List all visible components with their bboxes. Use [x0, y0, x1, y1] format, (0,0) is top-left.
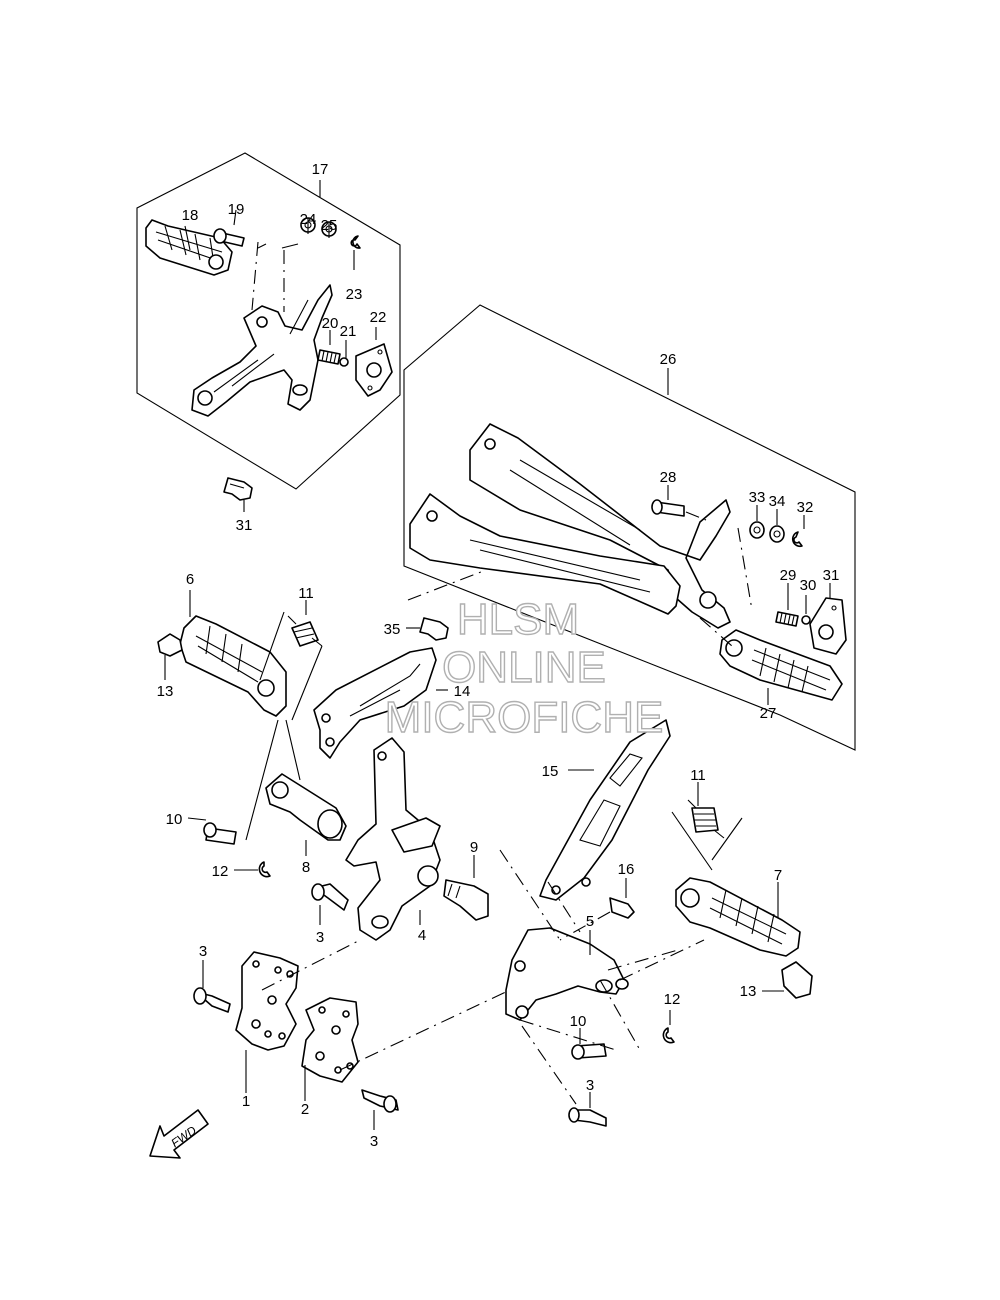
spring-29 [775, 611, 799, 627]
bolt-31-left [223, 477, 253, 501]
plate-1 [235, 951, 299, 1051]
bolt-13-lower [781, 961, 813, 999]
callout-30: 30 [800, 577, 817, 594]
callout-35: 35 [384, 621, 401, 638]
callout-17: 17 [312, 161, 329, 178]
bolt-13-upper [157, 633, 183, 657]
callout-32: 32 [797, 499, 814, 516]
footpeg-6 [179, 615, 287, 717]
pin-19 [213, 228, 245, 247]
callout-34: 34 [769, 493, 786, 510]
pin-28 [651, 499, 685, 517]
callout-10-lower: 10 [570, 1013, 587, 1030]
holder-8 [265, 773, 347, 841]
callout-8: 8 [302, 859, 310, 876]
callout-20: 20 [322, 315, 339, 332]
bolt-3-middle [311, 883, 349, 911]
clip-23 [350, 235, 361, 249]
callout-2: 2 [301, 1101, 309, 1118]
callout-27: 27 [760, 705, 777, 722]
callout-31-left: 31 [236, 517, 253, 534]
callout-9: 9 [470, 839, 478, 856]
spring-20 [317, 349, 341, 365]
callout-13-upper: 13 [157, 683, 174, 700]
callout-labels: 17 18 19 24 25 23 20 21 22 31 26 28 33 3… [157, 161, 840, 1150]
watermark-line1: HLSM [457, 595, 579, 644]
callout-12-lower: 12 [664, 991, 681, 1008]
bolt-3-lower-middle [568, 1107, 607, 1127]
callout-16: 16 [618, 861, 635, 878]
bolt-3-left [193, 987, 231, 1013]
watermark-line3: MICROFICHE [385, 693, 664, 742]
bracket-26-body [409, 423, 731, 629]
callout-11-upper: 11 [298, 585, 314, 602]
callout-15: 15 [542, 763, 559, 780]
callout-5: 5 [586, 913, 594, 930]
bracket-14 [313, 647, 437, 759]
plate-2 [301, 997, 359, 1083]
bolt-16 [609, 897, 635, 919]
fwd-arrow-icon: FWD [149, 1109, 209, 1159]
footpeg-7 [675, 877, 801, 957]
ball-30 [801, 615, 811, 625]
callout-23: 23 [346, 286, 363, 303]
callout-3-middle: 3 [316, 929, 324, 946]
clip-32 [791, 531, 803, 548]
callout-3-lower-middle: 3 [586, 1077, 594, 1094]
plate-22 [355, 343, 393, 397]
plate-31-right [809, 597, 847, 655]
callout-12-upper: 12 [212, 863, 229, 880]
spring-11-upper [287, 615, 323, 647]
watermark-line2: ONLINE [442, 643, 606, 692]
clip-12-upper [258, 861, 271, 878]
callout-33: 33 [749, 489, 766, 506]
callout-6: 6 [186, 571, 194, 588]
group-box-17 [136, 152, 401, 490]
callout-22: 22 [370, 309, 387, 326]
group-box-26 [403, 304, 856, 751]
callout-28: 28 [660, 469, 677, 486]
callout-18: 18 [182, 207, 199, 224]
callout-1: 1 [242, 1093, 250, 1110]
callout-21: 21 [340, 323, 357, 340]
callout-26: 26 [660, 351, 677, 368]
pin-10-lower [571, 1043, 607, 1060]
holder-5 [505, 927, 629, 1021]
callout-25: 25 [321, 217, 338, 234]
washer-34 [769, 525, 785, 543]
footpeg-27 [719, 629, 843, 701]
callout-14: 14 [454, 683, 471, 700]
clip-12-lower [662, 1027, 675, 1044]
pin-10-upper [203, 822, 237, 845]
callout-24: 24 [300, 211, 317, 228]
callout-11-lower: 11 [690, 767, 706, 784]
bolt-3-bottom [361, 1089, 399, 1113]
callout-3-bottom: 3 [370, 1133, 378, 1150]
bracket-4 [345, 737, 441, 941]
spring-11-lower [687, 799, 725, 839]
ball-21 [339, 357, 349, 367]
callout-4: 4 [418, 927, 426, 944]
callout-19: 19 [228, 201, 245, 218]
bolt-9 [443, 879, 489, 921]
callout-10-upper: 10 [166, 811, 183, 828]
callout-3-left: 3 [199, 943, 207, 960]
bolt-35 [419, 617, 449, 641]
callout-29: 29 [780, 567, 797, 584]
callout-31-right: 31 [823, 567, 840, 584]
watermark: HLSM ONLINE MICROFICHE [384, 594, 664, 742]
washer-33 [749, 521, 765, 539]
bracket-15 [539, 719, 671, 901]
callout-7: 7 [774, 867, 782, 884]
bracket-17-body [191, 284, 333, 417]
callout-13-lower: 13 [740, 983, 757, 1000]
